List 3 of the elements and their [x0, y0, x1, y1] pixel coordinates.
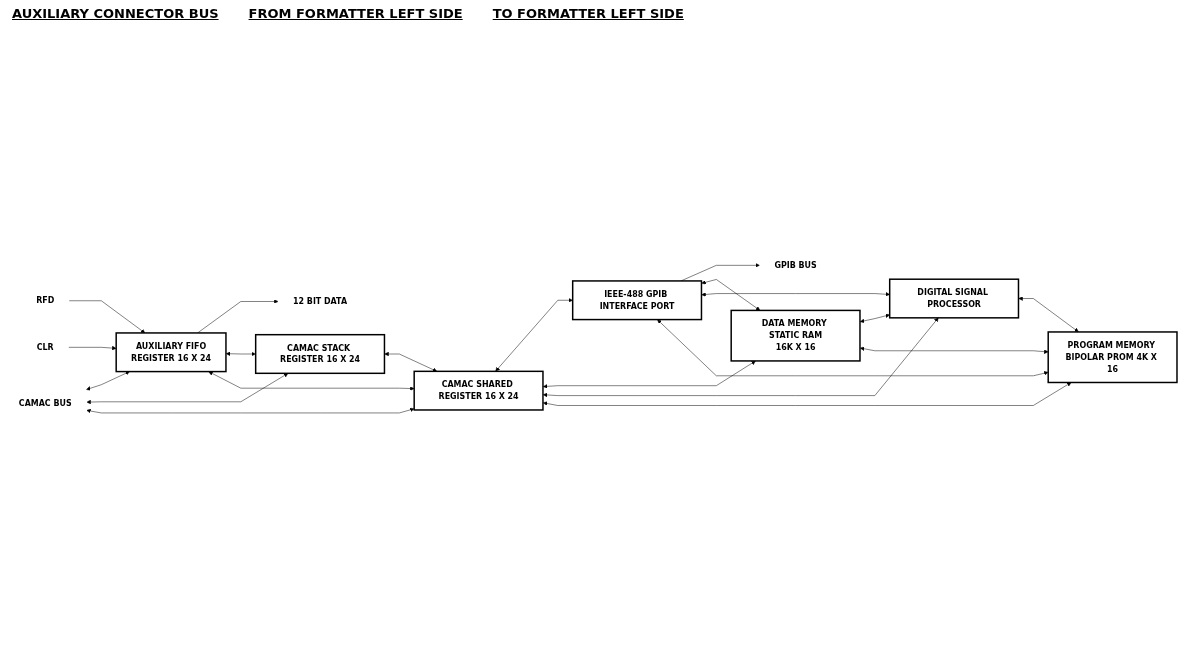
bus-label: AUXILIARY CONNECTOR BUS: [12, 6, 219, 21]
bus-label: FROM FORMATTER LEFT SIDE: [248, 6, 463, 21]
bus-label: TO FORMATTER LEFT SIDE: [492, 6, 684, 21]
